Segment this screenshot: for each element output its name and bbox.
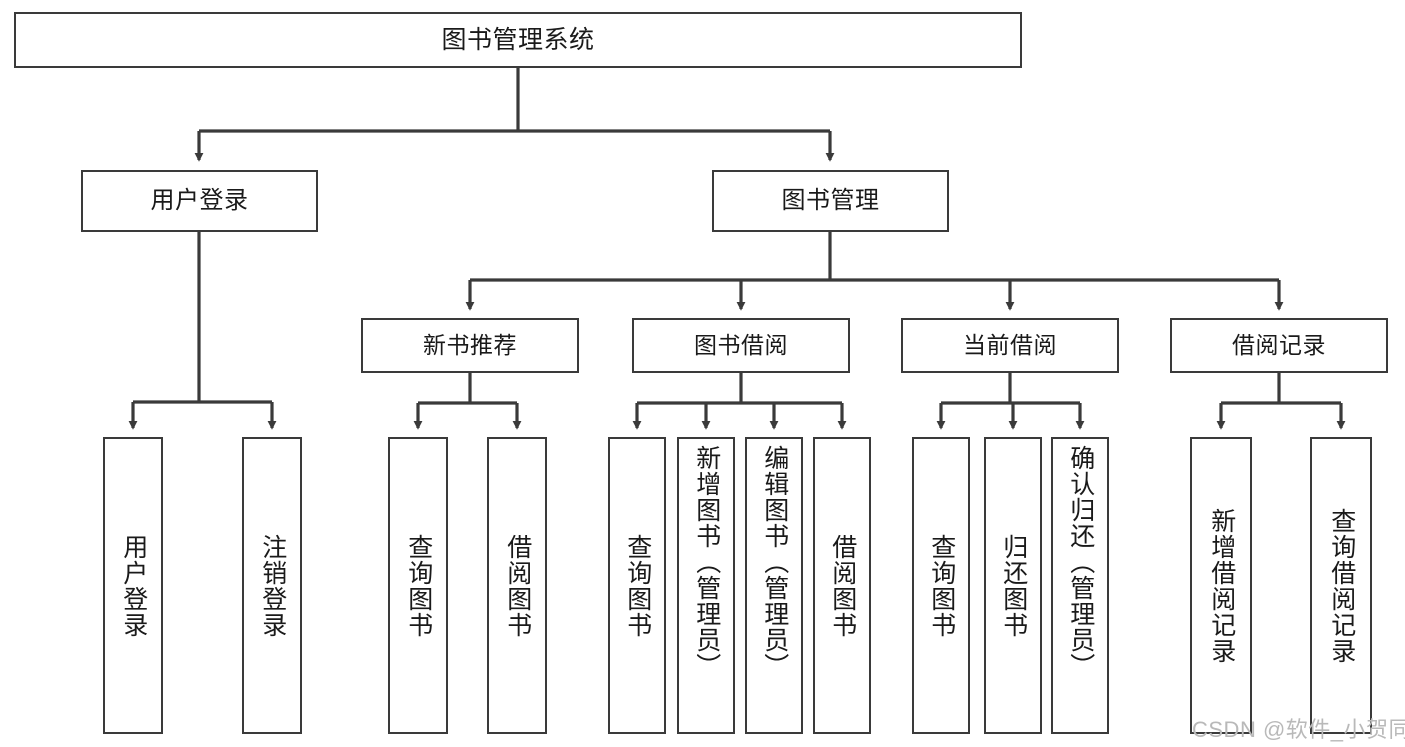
node-leaf-borrow-book[interactable]: 借阅图书	[813, 437, 871, 734]
node-book-manage-label: 图书管理	[781, 187, 880, 215]
node-leaf-query-book-borrow-label: 查询图书	[623, 533, 652, 638]
node-leaf-add-borrow-record[interactable]: 新增借阅记录	[1190, 437, 1252, 734]
node-leaf-query-book-current[interactable]: 查询图书	[912, 437, 970, 734]
csdn-watermark: CSDN @软件_小贺同学	[1192, 712, 1405, 744]
csdn-watermark-text: CSDN @软件_小贺同学	[1192, 717, 1405, 742]
node-leaf-query-book-borrow[interactable]: 查询图书	[608, 437, 666, 734]
node-leaf-user-login[interactable]: 用户登录	[103, 437, 163, 734]
node-leaf-return-book[interactable]: 归还图书	[984, 437, 1042, 734]
node-leaf-borrow-book-new-label: 借阅图书	[503, 533, 532, 638]
node-leaf-logout-label: 注销登录	[258, 533, 287, 638]
node-leaf-borrow-book-new[interactable]: 借阅图书	[487, 437, 547, 734]
node-new-book-recommend-label: 新书推荐	[423, 332, 517, 359]
node-leaf-query-book-new[interactable]: 查询图书	[388, 437, 448, 734]
node-leaf-borrow-book-label: 借阅图书	[828, 533, 857, 638]
node-leaf-query-book-new-label: 查询图书	[404, 533, 433, 638]
node-leaf-add-borrow-record-label: 新增借阅记录	[1207, 507, 1236, 664]
node-current-borrow-label: 当前借阅	[963, 332, 1057, 359]
node-book-borrow-label: 图书借阅	[694, 332, 788, 359]
node-root-label: 图书管理系统	[441, 25, 595, 54]
node-leaf-edit-book-admin-label: 编辑图书（管理员）	[760, 445, 789, 679]
node-book-borrow[interactable]: 图书借阅	[632, 318, 850, 373]
node-leaf-confirm-return-admin[interactable]: 确认归还（管理员）	[1051, 437, 1109, 734]
node-borrow-record-label: 借阅记录	[1232, 332, 1326, 359]
node-user-login[interactable]: 用户登录	[81, 170, 318, 232]
node-leaf-add-book-admin-label: 新增图书（管理员）	[692, 445, 721, 679]
node-book-manage[interactable]: 图书管理	[712, 170, 949, 232]
node-leaf-confirm-return-admin-label: 确认归还（管理员）	[1066, 445, 1095, 679]
node-leaf-user-login-label: 用户登录	[119, 533, 148, 638]
node-leaf-logout[interactable]: 注销登录	[242, 437, 302, 734]
node-borrow-record[interactable]: 借阅记录	[1170, 318, 1388, 373]
node-leaf-return-book-label: 归还图书	[999, 533, 1028, 638]
node-current-borrow[interactable]: 当前借阅	[901, 318, 1119, 373]
node-leaf-query-borrow-record[interactable]: 查询借阅记录	[1310, 437, 1372, 734]
node-leaf-query-book-current-label: 查询图书	[927, 533, 956, 638]
node-leaf-edit-book-admin[interactable]: 编辑图书（管理员）	[745, 437, 803, 734]
node-leaf-add-book-admin[interactable]: 新增图书（管理员）	[677, 437, 735, 734]
node-new-book-recommend[interactable]: 新书推荐	[361, 318, 579, 373]
node-root[interactable]: 图书管理系统	[14, 12, 1022, 68]
node-leaf-query-borrow-record-label: 查询借阅记录	[1327, 507, 1356, 664]
node-user-login-label: 用户登录	[150, 187, 249, 215]
